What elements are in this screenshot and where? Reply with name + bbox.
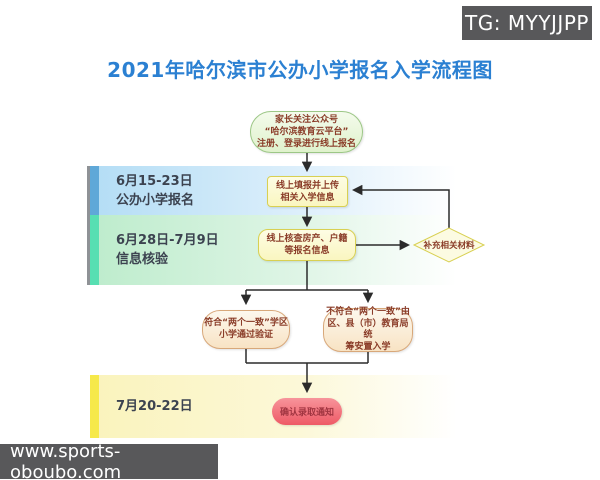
step-upload-line: 相关入学信息 [280,192,335,203]
band-date: 6月15-23日 [116,173,193,189]
watermark-url: www.sports-oboubo.com [0,441,218,480]
end-confirm-node: 确认录取通知 [272,398,342,425]
band-strip-yellow [90,375,99,438]
page-title: 2021年哈尔滨市公办小学报名入学流程图 [107,58,493,82]
branch-pass-line: 符合“两个一致”学区 [204,318,288,328]
band-strip-blue [90,166,99,215]
step-verify-node: 线上核查房产、户籍 等报名信息 [258,229,356,261]
tg-contact-badge: TG: MYYJJPP [462,6,592,40]
decision-supplement-label: 补充相关材料 [423,241,475,251]
branch-fail-node: 不符合“两个一致”由 区、县（市）教育局统 筹安置入学 [323,307,413,352]
step-verify-line: 线上核查房产、户籍 [266,234,348,244]
branch-fail-line: 区、县（市）教育局统 [327,318,409,341]
band-label: 公办小学报名 [116,192,195,208]
band-label: 信息核验 [116,252,169,267]
band-date: 6月28日-7月9日 [116,233,219,248]
branch-pass-line: 小学通过验证 [218,329,273,340]
start-line: 家长关注公众号 [274,115,338,125]
branch-pass-node: 符合“两个一致”学区 小学通过验证 [202,310,290,349]
decision-diamond-shape [412,227,486,263]
branch-fail-line: 筹安置入学 [345,341,391,352]
band-strip-green [90,215,99,285]
step-verify-line: 等报名信息 [284,246,330,256]
band-date: 7月20-22日 [116,399,193,414]
start-line: “哈尔滨教育云平台” [264,127,349,137]
step-upload-line: 线上填报并上传 [275,180,339,191]
branch-fail-line: 不符合“两个一致”由 [326,307,410,317]
start-line: 注册、登录进行线上报名 [256,139,356,149]
timeline-shadow-edge [87,166,90,285]
start-node: 家长关注公众号 “哈尔滨教育云平台” 注册、登录进行线上报名 [250,111,363,153]
step-upload-node: 线上填报并上传 相关入学信息 [267,176,348,207]
